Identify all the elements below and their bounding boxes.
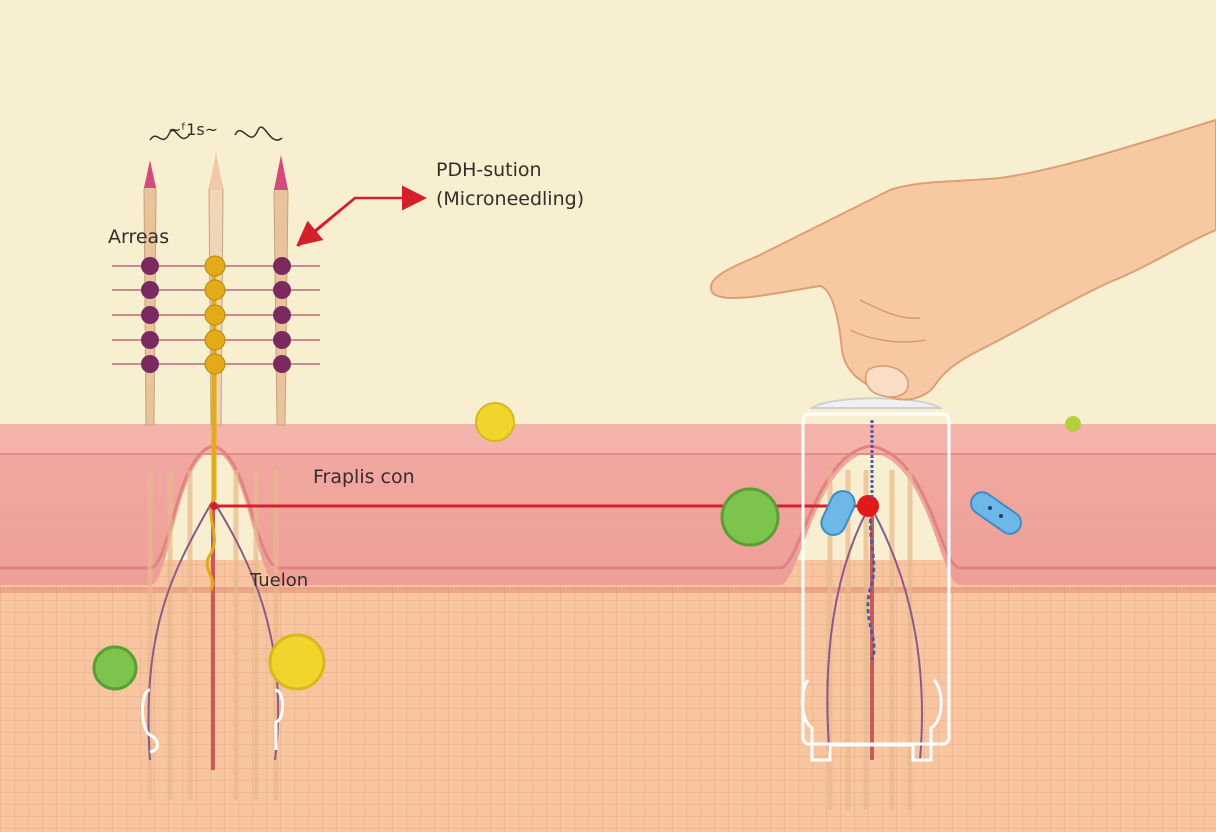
pdh-label-line1: PDH-sution: [436, 159, 542, 181]
fraplis-label: Fraplis con: [313, 466, 415, 488]
arreas-label: Arreas: [108, 226, 170, 248]
pdh-callout-arrow: [296, 185, 427, 247]
left-hair-follicle: [141, 470, 285, 800]
dermis-layer: [0, 560, 1216, 832]
right-hair-follicle: [826, 470, 923, 810]
cell-icon: [92, 402, 1081, 691]
pdh-label-line2: (Microneedling): [436, 188, 585, 210]
microneedle-device: [801, 397, 951, 762]
hand-icon: [709, 118, 1216, 401]
bacteria-icon: [820, 490, 1022, 536]
bead-chains: [112, 255, 320, 375]
top-label: ~ᶠ1s~: [168, 120, 219, 139]
pdh-label: PDH-sution (Microneedling): [436, 156, 584, 214]
tuelon-label: Tuelon: [250, 570, 309, 591]
squiggle-decoration: [149, 126, 283, 141]
